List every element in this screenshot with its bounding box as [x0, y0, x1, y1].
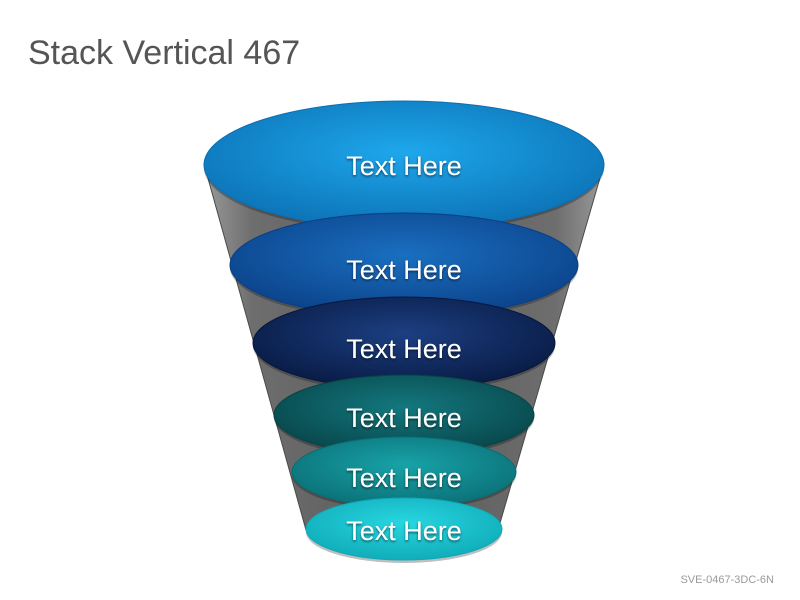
funnel-layer: Text Here	[273, 374, 535, 458]
slide-title: Stack Vertical 467	[28, 34, 301, 72]
funnel-layer-label: Text Here	[346, 403, 462, 433]
slide-code: SVE-0467-3DC-6N	[680, 574, 774, 586]
funnel-layer: Text Here	[203, 100, 605, 232]
funnel-layer: Text Here	[305, 497, 503, 563]
funnel-layer-label: Text Here	[346, 516, 462, 546]
funnel-layer-disc	[305, 497, 503, 561]
funnel-layer-label: Text Here	[346, 334, 462, 364]
funnel-layer: Text Here	[252, 296, 556, 392]
funnel-layer: Text Here	[229, 212, 579, 320]
funnel-layer-label: Text Here	[346, 463, 462, 493]
funnel-layer-label: Text Here	[346, 151, 462, 181]
funnel-layer-label: Text Here	[346, 255, 462, 285]
